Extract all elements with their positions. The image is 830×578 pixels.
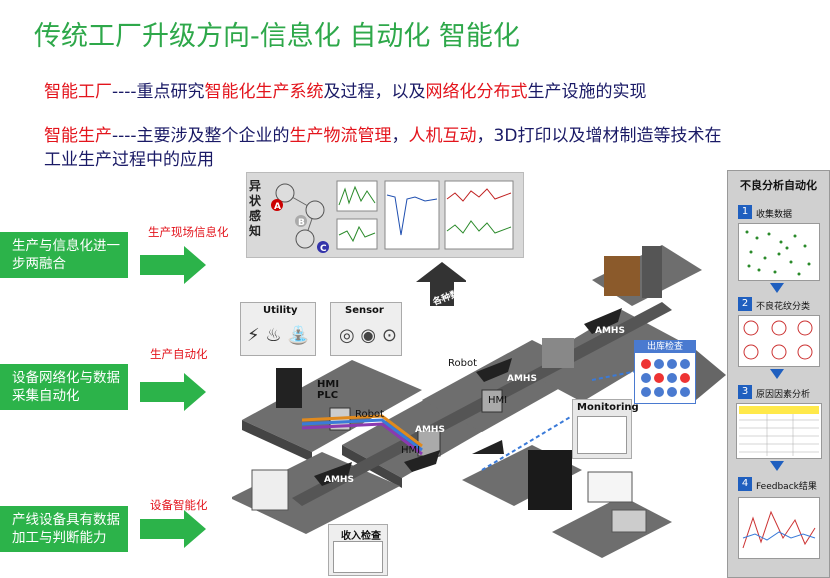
robot-label-1: Robot xyxy=(355,409,385,420)
sensor-label: Sensor xyxy=(345,305,384,316)
amhs-label-1: AMHS xyxy=(324,475,354,485)
monitoring-screen xyxy=(577,416,627,454)
scatter-dots xyxy=(745,230,811,276)
step-2-label: 不良花纹分类 xyxy=(756,302,811,312)
node-a-label: A xyxy=(274,202,281,212)
shipping-check-label: 出库检查 xyxy=(635,341,695,353)
text: 及过程，以及 xyxy=(323,82,426,102)
step-1-number: 1 xyxy=(738,205,752,219)
term-smart-factory: 智能工厂 xyxy=(44,82,112,102)
amhs-label-4: AMHS xyxy=(595,326,625,336)
intro-line-1: 智能工厂----重点研究智能化生产系统及过程，以及网络化分布式生产设施的实现 xyxy=(44,77,647,102)
text: ， xyxy=(391,126,409,146)
step-4-image xyxy=(738,497,820,559)
sensing-graphics: A B C xyxy=(271,180,514,254)
intro-line-3: 工业生产过程中的应用 xyxy=(44,150,214,170)
feedback-chart xyxy=(742,510,816,549)
sensor-icons: ◎ ◉ ⊙ xyxy=(339,325,397,346)
step-1-image xyxy=(738,223,820,281)
monitoring-label: Monitoring xyxy=(577,402,639,413)
text: 生产设施的实现 xyxy=(527,82,647,102)
step-1-label: 收集数据 xyxy=(756,210,793,220)
side-label-smart: 设备智能化 xyxy=(150,498,208,512)
monitoring-panel: Monitoring xyxy=(572,399,639,459)
receiving-check-panel: 收入检查 xyxy=(328,524,388,576)
utility-icons: ⚡ ♨ ⛲ xyxy=(247,325,310,346)
arrow-right-icon xyxy=(140,373,206,411)
hmi-label-1: HMI xyxy=(401,445,421,456)
text: ----重点研究 xyxy=(112,82,205,102)
term-hmi: 人机互动 xyxy=(408,126,477,146)
term-smart-system: 智能化生产系统 xyxy=(204,82,324,102)
left-box-info: 生产与信息化进一步两融合 xyxy=(0,232,128,278)
step-3-number: 3 xyxy=(738,385,752,399)
left-box-smart: 产线设备具有数据加工与判断能力 xyxy=(0,506,128,552)
data-up-arrow-icon xyxy=(416,262,466,306)
sensing-label: 异状感知 xyxy=(249,179,262,238)
intro-line-2: 智能生产----主要涉及整个企业的生产物流管理，人机互动，3D打印以及增材制造等… xyxy=(44,121,721,146)
step-4-label: Feedback结果 xyxy=(756,482,817,492)
left-box-network: 设备网络化与数据采集自动化 xyxy=(0,364,128,410)
robot-label-2: Robot xyxy=(448,358,478,369)
step-2-number: 2 xyxy=(738,297,752,311)
pattern-grid xyxy=(743,320,813,360)
utility-panel: Utility ⚡ ♨ ⛲ xyxy=(240,302,316,356)
term-smart-production: 智能生产 xyxy=(44,126,112,146)
node-c-label: C xyxy=(320,244,327,254)
down-triangle-icon xyxy=(770,369,784,379)
shipping-check-panel: 出库检查 xyxy=(634,340,696,404)
factory-floor xyxy=(232,245,702,558)
hmi-label-2: HMI xyxy=(488,395,508,406)
term-logistics: 生产物流管理 xyxy=(289,126,392,146)
page-title: 传统工厂升级方向-信息化 自动化 智能化 xyxy=(34,21,520,52)
receiving-check-label: 收入检查 xyxy=(341,531,381,542)
step-2-image xyxy=(738,315,820,367)
utility-label: Utility xyxy=(263,305,298,316)
arrow-right-icon xyxy=(140,246,206,284)
node-b-label: B xyxy=(298,218,305,228)
sensing-panel: 异状感知 A B C xyxy=(246,172,524,258)
step-3-image xyxy=(736,403,822,459)
text: ，3D打印以及增材制造等技术在 xyxy=(476,126,722,146)
down-triangle-icon xyxy=(770,283,784,293)
term-networked: 网络化分布式 xyxy=(425,82,528,102)
down-triangle-icon xyxy=(770,461,784,471)
factor-table xyxy=(739,406,819,456)
sensor-panel: Sensor ◎ ◉ ⊙ xyxy=(330,302,402,356)
big-right-arrow-icon xyxy=(696,350,726,400)
node-graph: A B C xyxy=(271,183,329,254)
arrow-right-icon xyxy=(140,510,206,548)
step-4-number: 4 xyxy=(738,477,752,491)
receiving-screen xyxy=(333,541,383,573)
shipping-grid xyxy=(641,359,690,397)
side-label-info: 生产现场信息化 xyxy=(148,225,229,239)
text: ----主要涉及整个企业的 xyxy=(112,126,290,146)
step-3-label: 原因因素分析 xyxy=(756,390,811,400)
amhs-label-2: AMHS xyxy=(415,425,445,435)
side-label-automation: 生产自动化 xyxy=(150,347,208,361)
defect-panel-title: 不良分析自动化 xyxy=(740,179,817,192)
amhs-label-3: AMHS xyxy=(507,374,537,384)
defect-analysis-panel: 不良分析自动化 1 收集数据 2 不良花纹分类 3 原因因素分析 4 Feedb… xyxy=(727,170,830,578)
